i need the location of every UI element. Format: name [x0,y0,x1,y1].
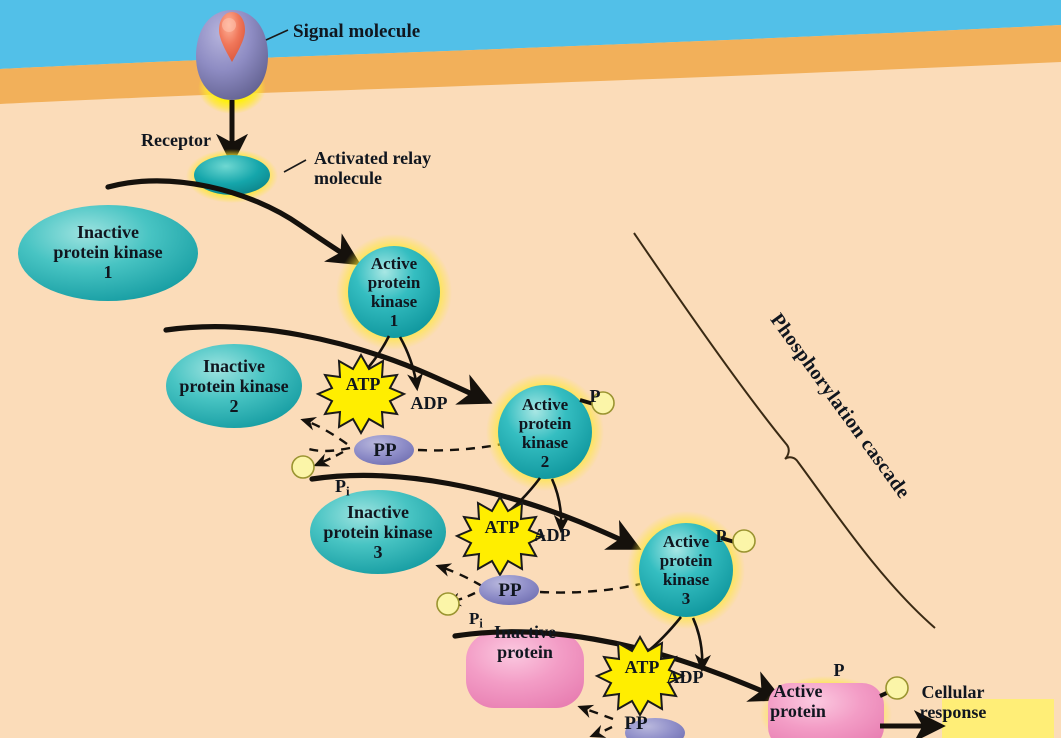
curve-kinase-2-to-adp [550,478,571,534]
dashed-pp1-to-pi [313,450,344,467]
receptor-complex[interactable] [196,10,289,114]
relay-leader-line [283,159,307,173]
curve-kinase-1-to-adp [398,336,424,392]
active-protein[interactable] [760,676,909,738]
active-protein-kinase-3[interactable] [627,511,756,629]
dashed-pp2-to-pi [445,591,476,607]
inactive-protein-shape[interactable] [466,632,584,708]
dashed-pp1-to-inactive-kinase-2 [300,417,348,445]
phosphatase-pp-2-shape[interactable] [479,575,539,605]
active-protein-shape[interactable] [768,683,884,738]
dashed-kinase3-to-pp2 [539,582,641,594]
active-kinase-3-shape[interactable] [639,523,733,617]
curve-kinase-3-to-adp [691,617,712,673]
phosphatase-pp-1-shape[interactable] [354,435,414,465]
dashed-pp1-left [304,446,351,453]
arrow-kinase-2-to-kinase-3 [309,472,642,550]
phosphatase-pp-3-shape[interactable] [625,718,685,738]
phosphate-circle-kinase-3 [732,529,756,553]
signal-molecule-highlight [222,18,236,32]
dashed-pp3-to-pi [589,724,613,738]
cellular-response-box [942,699,1054,738]
dashed-pp3-to-inactive-protein [577,704,614,721]
active-protein-kinase-2[interactable] [486,373,615,491]
active-kinase-2-shape[interactable] [498,385,592,479]
inactive-protein-kinase-2-shape[interactable] [166,344,302,428]
inactive-protein-kinase-1-shape[interactable] [18,205,198,301]
dashed-pp2-to-inactive-kinase-3 [435,563,483,588]
active-kinase-1-shape[interactable] [348,246,440,338]
phosphorylation-cascade-brace [633,232,936,629]
phosphate-circle-active-protein [885,676,909,700]
atp-starburst-1 [315,352,407,436]
phosphate-circle-kinase-2 [591,391,615,415]
pi-circle-2 [436,592,460,616]
pi-circle-1 [291,455,315,479]
active-protein-kinase-1[interactable] [336,234,452,350]
atp-starburst-3 [594,634,686,718]
atp-starburst-2 [454,494,546,578]
inactive-protein-kinase-3-shape[interactable] [310,490,446,574]
arrow-relay-to-active-kinase-1 [105,178,362,266]
relay-body[interactable] [194,155,270,195]
signal-leader-line [265,29,289,41]
